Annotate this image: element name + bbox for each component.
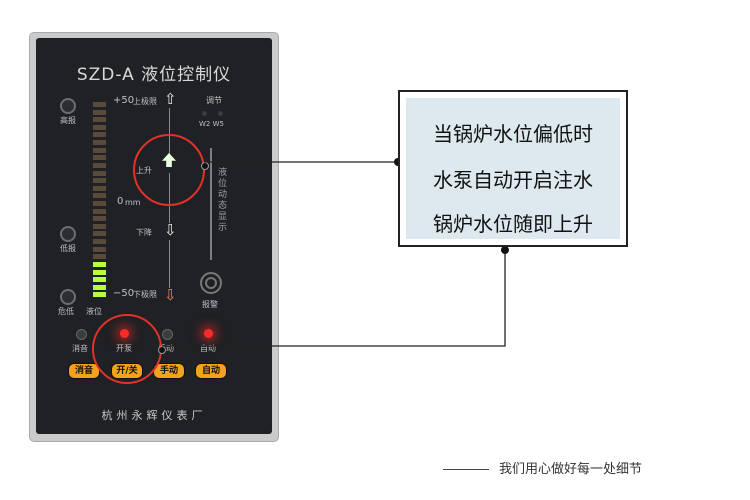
footer-dash: [443, 469, 489, 470]
level-bar-segment: [93, 201, 106, 206]
w2-indicator: [202, 111, 207, 116]
scale-bottom-value: −50: [113, 288, 135, 299]
down-outline-arrow-icon: ⇩: [164, 221, 177, 239]
device-title: SZD-A 液位控制仪: [76, 65, 232, 85]
mute-button[interactable]: 消音: [68, 363, 100, 379]
callout-inner: 当锅炉水位偏低时 水泵自动开启注水 锅炉水位随即上升: [406, 98, 620, 239]
w2-w5-label: W2 W5: [199, 120, 224, 128]
scale-zero-value: 0: [117, 196, 124, 207]
high-alarm-indicator: [60, 98, 76, 114]
level-bar-segment: [93, 117, 106, 123]
up-outline-arrow-icon: ⇧: [164, 90, 177, 108]
auto-led: [204, 329, 213, 338]
level-bar-segment: [93, 231, 106, 237]
down-label: 下降: [136, 228, 152, 237]
right-separator: [210, 148, 212, 260]
manual-led: [162, 329, 173, 340]
level-label: 液位: [86, 307, 102, 316]
critical-low-indicator: [60, 289, 76, 305]
level-bar-segment: [93, 254, 106, 260]
footer-text: 我们用心做好每一处细节: [499, 462, 643, 477]
arrow-connector-top: [169, 108, 170, 156]
level-bar-segment: [93, 284, 106, 290]
level-dynamic-display-label: 液位动态显示: [218, 168, 228, 233]
callout-line-3: 锅炉水位随即上升: [433, 212, 593, 236]
level-bar-segment: [93, 261, 106, 267]
high-alarm-label: 高报: [60, 116, 76, 125]
device-face: SZD-A 液位控制仪 高报 低报 危低 液位 +50 上极限 0 mm −50…: [36, 38, 272, 434]
status-label-manual: 手动: [158, 344, 174, 353]
level-bar-segment: [93, 193, 106, 199]
level-bar-segment: [93, 132, 106, 138]
scale-top-tag: 上极限: [133, 97, 157, 106]
level-bar-segment: [93, 208, 106, 214]
up-indicator-highlight-circle: [133, 134, 205, 206]
level-bar-segment: [93, 246, 106, 252]
level-bar-segment: [93, 155, 106, 161]
lower-connector-end-dot: [501, 246, 509, 254]
auto-button[interactable]: 自动: [195, 363, 227, 379]
lower-connector-line: [162, 250, 506, 347]
critical-low-label: 危低: [58, 307, 74, 316]
alarm-label: 报警: [202, 300, 218, 309]
manufacturer-label: 杭州永辉仪表厂: [101, 409, 207, 422]
arrow-connector-bottom: [169, 240, 170, 288]
level-bar-segment: [93, 178, 106, 184]
mute-led: [76, 329, 87, 340]
level-bar-segment: [93, 216, 106, 222]
callout-line-1: 当锅炉水位偏低时: [433, 122, 593, 146]
level-bar-segment: [93, 140, 106, 146]
scale-bottom-tag: 下极限: [133, 290, 157, 299]
level-bar-segment: [93, 147, 106, 153]
level-bar-segment: [93, 269, 106, 275]
scale-zero-unit: mm: [125, 198, 141, 207]
w5-indicator: [218, 111, 223, 116]
explanation-callout-box: 当锅炉水位偏低时 水泵自动开启注水 锅炉水位随即上升: [398, 90, 628, 247]
level-bar-segment: [93, 109, 106, 115]
low-alarm-indicator: [60, 226, 76, 242]
level-bar-segment: [93, 185, 106, 191]
scale-top-value: +50: [113, 95, 135, 106]
level-bar-segment: [93, 170, 106, 176]
level-bar-segment: [93, 292, 106, 298]
low-alarm-label: 低报: [60, 244, 76, 253]
level-bar-segment: [93, 124, 106, 130]
level-bar-segment: [93, 239, 106, 245]
buzzer-icon: [200, 272, 222, 294]
level-bar-segment: [93, 223, 106, 229]
callout-line-2: 水泵自动开启注水: [433, 168, 593, 192]
status-label-mute: 消音: [72, 344, 88, 353]
footer-slogan: 我们用心做好每一处细节: [443, 458, 642, 477]
adjust-label: 调节: [206, 96, 222, 105]
level-bar-segment: [93, 277, 106, 283]
level-controller-device: SZD-A 液位控制仪 高报 低报 危低 液位 +50 上极限 0 mm −50…: [30, 33, 278, 441]
status-label-auto: 自动: [200, 344, 216, 353]
level-bar-segment: [93, 162, 106, 168]
level-bar-segment: [93, 102, 106, 107]
down-limit-arrow-icon: ⇩: [164, 286, 177, 304]
